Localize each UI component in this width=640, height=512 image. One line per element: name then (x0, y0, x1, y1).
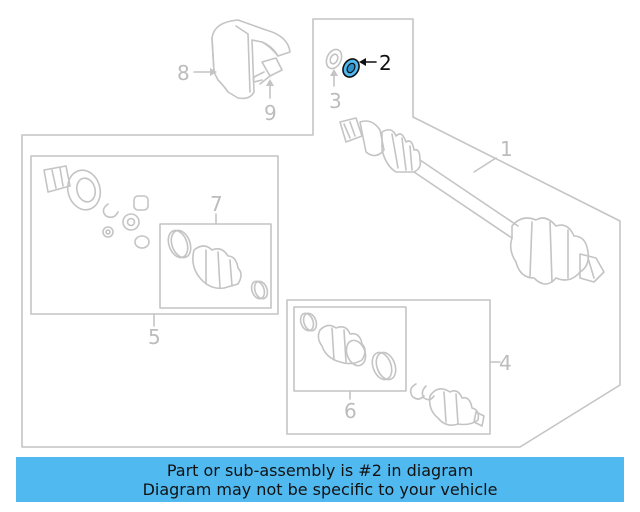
part-8-bracket (211, 19, 291, 100)
part-1-driveshaft (339, 117, 605, 285)
callout-7: 7 (210, 192, 223, 216)
callout-1: 1 (500, 137, 513, 161)
part-9-bolt (252, 57, 283, 85)
part-6-boot-kit (299, 312, 397, 381)
callout-4: 4 (499, 351, 512, 375)
callout-2: 2 (379, 51, 392, 75)
part-info-banner: Part or sub-assembly is #2 in diagram Di… (16, 457, 624, 502)
part-4-box (286, 299, 491, 435)
part-7-boot-kit (167, 229, 269, 300)
callout-6: 6 (344, 399, 357, 423)
leader-3-arrow (330, 69, 338, 76)
callout-9: 9 (264, 101, 277, 125)
part-4-outer-joint (409, 383, 485, 427)
callout-3: 3 (329, 89, 342, 113)
part-2-seal-highlighted (342, 58, 360, 78)
leader-2-arrow (359, 58, 366, 66)
callout-5: 5 (148, 325, 161, 349)
banner-line-part-number: Part or sub-assembly is #2 in diagram (166, 461, 474, 480)
main-assembly-outline (21, 18, 621, 448)
banner-line-disclaimer: Diagram may not be specific to your vehi… (142, 480, 498, 499)
callout-8: 8 (177, 61, 190, 85)
leader-8-arrow (210, 68, 217, 76)
exploded-parts-diagram: 8 9 3 2 (21, 18, 621, 448)
part-3-washer (325, 48, 343, 70)
leader-1 (473, 157, 497, 173)
part-5-inner-joint (43, 165, 150, 249)
leader-9-arrow (266, 79, 274, 86)
